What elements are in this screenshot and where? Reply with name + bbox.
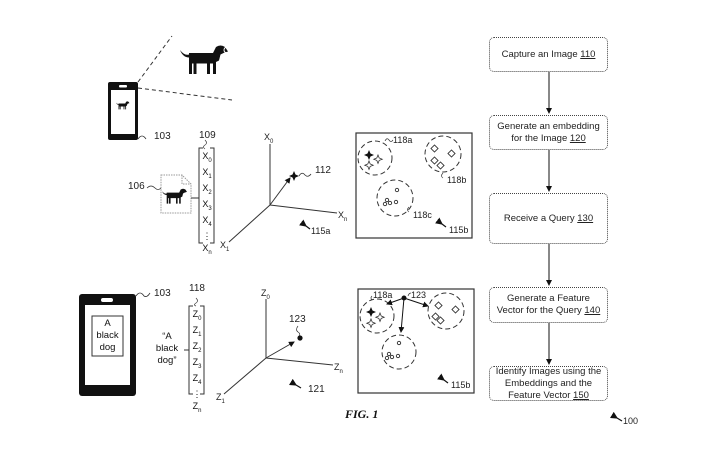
- cluster-118c-top: [376, 179, 414, 217]
- embedding-axes-top: [228, 144, 338, 243]
- ref-103-bottom: 103: [154, 288, 171, 299]
- step-ref: 140: [584, 305, 601, 316]
- cluster-118b-top: [424, 135, 462, 173]
- query-arrows: [386, 295, 429, 333]
- phone-device-bottom: [79, 294, 136, 396]
- ref-118a-top: 118a: [393, 135, 413, 145]
- step-ref: 150: [573, 389, 589, 401]
- vector-entry: Z4: [192, 373, 202, 387]
- query-point-123: [297, 335, 303, 341]
- embedding-point-112: [289, 171, 299, 181]
- cluster-space-bottom: [357, 288, 475, 394]
- vector-entry: Zn: [192, 400, 202, 414]
- step-text: Generate an embedding for the Image: [497, 120, 600, 144]
- axis-x1: X1: [220, 240, 230, 253]
- query-text-line: black: [155, 343, 179, 354]
- vector-entry: ⋮: [192, 389, 202, 400]
- figure-caption: FIG. 1: [345, 407, 379, 421]
- query-text: “A black dog”: [150, 331, 184, 367]
- ref-115a: 115a: [311, 226, 331, 236]
- ref-123-point: 123: [289, 314, 306, 325]
- ref-118b: 118b: [447, 175, 467, 185]
- pointer-115a: [299, 219, 311, 230]
- ref-115b-bottom: 115b: [451, 380, 471, 390]
- vector-entry: X4: [202, 215, 212, 229]
- pointer-121: [289, 378, 302, 389]
- vector-entry: Z2: [192, 341, 202, 354]
- vector-entry: X1: [202, 167, 212, 180]
- ref-123-query: 123: [411, 290, 427, 300]
- cluster-118c-points: [382, 187, 400, 207]
- cluster-118a-top: [357, 140, 393, 176]
- axis-z1: Z1: [216, 392, 225, 405]
- vector-bracket-109: [198, 147, 215, 244]
- flow-step-generate-feature-vector: Generate a Feature Vector for the Query …: [489, 287, 608, 323]
- phone-text-line: black: [96, 330, 119, 341]
- query-text-line: dog”: [157, 355, 177, 366]
- ref-115b-top: 115b: [449, 225, 469, 235]
- ref-121: 121: [308, 384, 325, 395]
- vector-entry: X0: [202, 151, 212, 164]
- vector-entry: X3: [202, 199, 212, 213]
- vector-entry: Xn: [202, 242, 212, 256]
- ref-100: 100: [623, 416, 639, 426]
- view-line-lower: [137, 87, 233, 101]
- vector-x-entries: X0 X1 X2 X3 X4 ⋮ Xn: [199, 151, 215, 259]
- leader-103-top: [137, 135, 147, 140]
- view-line-upper: [137, 35, 173, 83]
- axis-zn: Zn: [334, 362, 343, 375]
- image-file-icon: [160, 174, 192, 214]
- step-ref: 130: [577, 212, 594, 224]
- embedding-axes-bottom: [223, 299, 334, 395]
- step-text: Identify Images using the Embeddings and…: [495, 365, 602, 401]
- ref-118-vector: 118: [189, 283, 205, 294]
- pointer-100: [610, 411, 623, 422]
- axis-z0: Z0: [261, 288, 270, 301]
- phone-device-top: [108, 82, 138, 140]
- vector-z-entries: Z0 Z1 Z2 Z3 Z4 ⋮ Zn: [189, 309, 205, 417]
- vector-bracket-118: [188, 305, 205, 395]
- step-text: Capture an Image: [501, 48, 581, 60]
- vector-entry: Z3: [192, 357, 202, 371]
- query-text-line: “A: [162, 331, 172, 342]
- phone-query-text: A black dog: [92, 318, 123, 354]
- step-ref: 120: [569, 132, 586, 144]
- phone-text-line: dog: [99, 342, 116, 353]
- ref-103-top: 103: [154, 131, 171, 142]
- ref-106: 106: [128, 181, 145, 192]
- dog-icon-large: [180, 45, 228, 74]
- flow-step-capture-image: Capture an Image 110: [489, 37, 608, 72]
- axis-xn: Xn: [338, 210, 348, 223]
- step-text: Generate a Feature Vector for the Query: [496, 293, 590, 316]
- ref-112: 112: [315, 165, 331, 176]
- flow-step-identify-images: Identify Images using the Embeddings and…: [489, 366, 608, 401]
- ref-109: 109: [199, 130, 216, 141]
- axis-x0: X0: [264, 132, 274, 145]
- phone-text-line: A: [104, 318, 111, 329]
- flow-step-receive-query: Receive a Query 130: [489, 193, 608, 244]
- vector-entry: ⋮: [202, 231, 212, 242]
- cluster-118b-points: [430, 144, 456, 170]
- vector-entry: Z0: [192, 309, 202, 322]
- step-text: Receive a Query: [503, 212, 578, 224]
- ref-118c: 118c: [413, 210, 432, 220]
- ref-118a-bottom: 118a: [373, 290, 393, 300]
- vector-entry: Z1: [192, 325, 202, 338]
- vector-entry: X2: [202, 183, 212, 196]
- step-ref: 110: [580, 48, 596, 60]
- flow-step-generate-embedding: Generate an embedding for the Image 120: [489, 115, 608, 150]
- cluster-118a-points: [363, 150, 384, 171]
